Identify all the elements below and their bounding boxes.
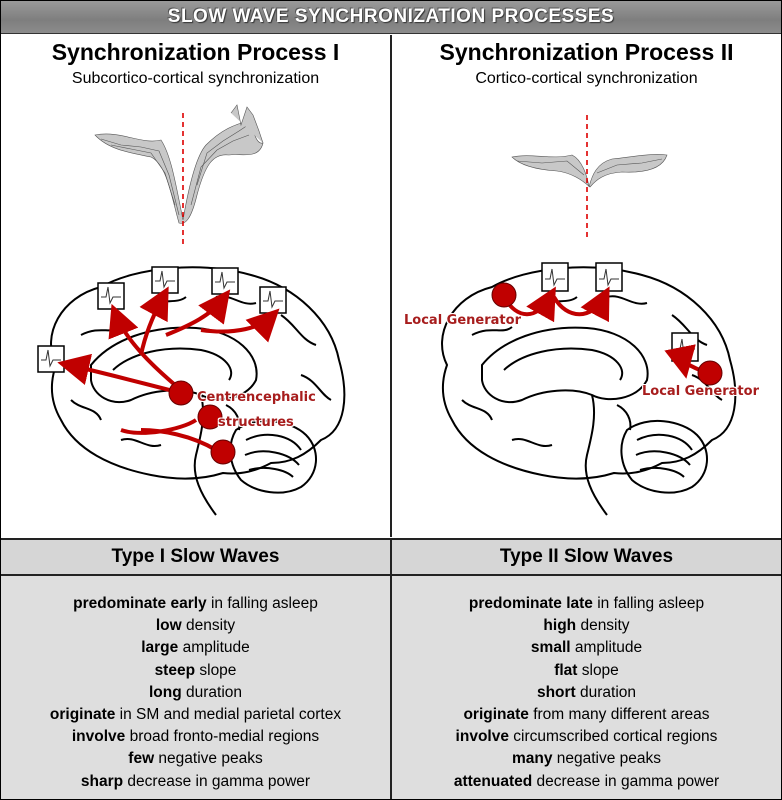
type-one-label: Type I Slow Waves bbox=[1, 538, 392, 576]
property-text: slope bbox=[577, 661, 619, 679]
brain-sagittal-outline-right bbox=[441, 266, 737, 516]
local-generator-label-a: Local Generator bbox=[404, 313, 521, 328]
process-two-title: Synchronization Process II bbox=[439, 39, 734, 65]
process-two-panel: Synchronization Process II Cortico-corti… bbox=[392, 35, 781, 537]
property-text: in falling asleep bbox=[592, 595, 705, 612]
property-keyword: large bbox=[141, 639, 179, 657]
property-keyword: low bbox=[155, 617, 182, 635]
property-item: short duration bbox=[392, 682, 781, 704]
property-item: flat slope bbox=[392, 660, 781, 682]
property-item: predominate early in falling asleep bbox=[1, 593, 390, 615]
property-item: originate from many different areas bbox=[392, 704, 781, 726]
synchronization-arrows bbox=[57, 286, 280, 452]
property-item: low density bbox=[1, 615, 390, 637]
property-keyword: high bbox=[543, 617, 577, 635]
property-item: involve broad fronto-medial regions bbox=[1, 726, 390, 748]
property-item: steep slope bbox=[1, 660, 390, 682]
property-keyword: many bbox=[511, 750, 553, 768]
process-one-panel: Synchronization Process I Subcortico-cor… bbox=[1, 35, 392, 537]
property-text: density bbox=[576, 617, 630, 635]
property-keyword: long bbox=[148, 683, 182, 701]
wave-surface-plot-large bbox=[94, 104, 264, 224]
property-text: in falling asleep bbox=[206, 595, 318, 612]
property-text: slope bbox=[195, 661, 237, 679]
property-keyword: steep bbox=[154, 661, 196, 679]
wave-surface-plot-small bbox=[511, 154, 668, 188]
property-text: duration bbox=[575, 683, 637, 701]
property-text: circumscribed cortical regions bbox=[508, 728, 718, 746]
property-text: in SM and medial parietal cortex bbox=[115, 706, 342, 724]
property-keyword: involve bbox=[455, 728, 509, 746]
property-item: few negative peaks bbox=[1, 748, 390, 770]
property-item: long duration bbox=[1, 682, 390, 704]
type-two-label: Type II Slow Waves bbox=[392, 538, 781, 576]
property-text: decrease in gamma power bbox=[123, 772, 311, 790]
property-keyword: originate bbox=[463, 706, 529, 724]
property-keyword: sharp bbox=[80, 772, 124, 790]
property-item: sharp decrease in gamma power bbox=[1, 771, 390, 793]
property-item: originate in SM and medial parietal cort… bbox=[1, 704, 390, 726]
process-one-illustration bbox=[37, 104, 346, 516]
property-keyword: attenuated bbox=[453, 772, 533, 790]
property-item: many negative peaks bbox=[392, 748, 781, 770]
eeg-recording-boxes bbox=[37, 266, 287, 373]
property-item: high density bbox=[392, 615, 781, 637]
property-item: predominate late in falling asleep bbox=[392, 593, 781, 615]
property-keyword: predominate early bbox=[73, 595, 207, 612]
property-keyword: small bbox=[530, 639, 571, 657]
property-item: attenuated decrease in gamma power bbox=[392, 771, 781, 793]
subcortical-generator-dots bbox=[168, 380, 236, 465]
property-text: from many different areas bbox=[528, 706, 710, 724]
property-item: involve circumscribed cortical regions bbox=[392, 726, 781, 748]
figure-header: SLOW WAVE SYNCHRONIZATION PROCESSES bbox=[1, 1, 781, 34]
local-generator-dots bbox=[491, 282, 723, 386]
property-text: amplitude bbox=[570, 639, 643, 657]
property-text: duration bbox=[181, 683, 243, 701]
property-keyword: predominate late bbox=[468, 595, 593, 612]
property-item: large amplitude bbox=[1, 637, 390, 659]
property-item: small amplitude bbox=[392, 637, 781, 659]
process-two-illustration bbox=[441, 115, 737, 516]
centrencephalic-label-line2: structures bbox=[218, 415, 294, 430]
property-text: broad fronto-medial regions bbox=[125, 728, 320, 746]
property-keyword: few bbox=[128, 750, 155, 768]
process-one-subtitle: Subcortico-cortical synchronization bbox=[71, 70, 320, 87]
property-keyword: short bbox=[536, 683, 576, 701]
property-keyword: originate bbox=[49, 706, 116, 724]
property-text: amplitude bbox=[178, 639, 250, 657]
centrencephalic-label-line1: Centrencephalic bbox=[197, 390, 316, 405]
property-keyword: involve bbox=[71, 728, 126, 746]
property-text: density bbox=[181, 617, 236, 635]
process-two-subtitle: Cortico-cortical synchronization bbox=[475, 70, 698, 87]
figure-title: SLOW WAVE SYNCHRONIZATION PROCESSES bbox=[167, 6, 615, 27]
local-generator-label-b: Local Generator bbox=[642, 384, 759, 399]
property-text: decrease in gamma power bbox=[532, 772, 720, 790]
process-one-title: Synchronization Process I bbox=[51, 39, 340, 65]
property-keyword: flat bbox=[554, 661, 578, 679]
property-text: negative peaks bbox=[154, 750, 263, 768]
property-text: negative peaks bbox=[552, 750, 662, 768]
